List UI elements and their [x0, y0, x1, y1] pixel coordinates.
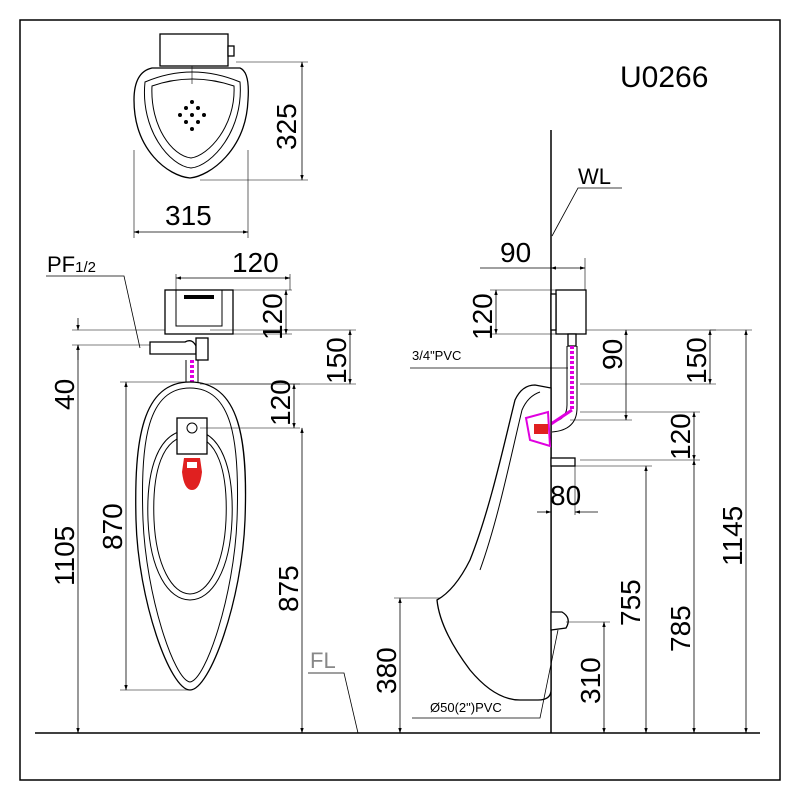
drawing-frame [19, 19, 781, 781]
dim-side-top-to-spud: 150 [681, 337, 712, 384]
dim-side-lip-height: 380 [371, 647, 402, 694]
dim-side-valve-height: 120 [467, 293, 498, 340]
side-spud-fitting [524, 410, 552, 448]
top-view-valve-knob [227, 45, 235, 57]
dim-side-spud-floor: 785 [665, 605, 696, 652]
wall-label: WL [578, 164, 611, 189]
side-wall-bracket [550, 457, 576, 467]
dim-front-top-offset: 40 [49, 379, 80, 410]
supply-label: PF1/2 [47, 252, 96, 277]
side-urinal-body [436, 384, 552, 701]
dim-front-valve-width: 120 [232, 247, 279, 278]
side-outlet-fitting [550, 611, 569, 631]
dim-side-wall-to-valve: 90 [500, 237, 531, 268]
dim-side-overall-height: 1145 [717, 506, 748, 566]
front-view: PF1/2 120 120 [46, 247, 359, 734]
dim-side-bracket-height: 755 [615, 579, 646, 626]
dim-top-width: 315 [165, 200, 212, 231]
drain-holes [178, 100, 206, 131]
side-flush-valve [555, 289, 587, 335]
top-view-rim [133, 67, 249, 179]
front-valve-panel [175, 289, 223, 327]
top-view-valve-box [159, 33, 229, 67]
dim-front-valve-to-spud: 150 [321, 337, 352, 384]
side-view: WL 90 120 3/4"PVC [371, 130, 752, 734]
dim-front-bowl-height: 870 [97, 503, 128, 550]
front-urinal-rim [141, 387, 239, 683]
floor-label: FL [310, 648, 336, 673]
front-spud-cover [176, 417, 208, 455]
model-number: U0266 [620, 61, 708, 94]
dim-side-projection: 80 [550, 480, 581, 511]
dim-front-spud-height: 120 [265, 379, 296, 426]
dim-side-valve-to-spud: 90 [597, 339, 628, 370]
dim-top-depth: 325 [271, 103, 302, 150]
front-supply-stub [149, 340, 197, 355]
dim-side-outlet-height: 310 [575, 657, 606, 704]
front-urinal-bowl [147, 429, 233, 601]
dim-front-valve-height: 120 [257, 293, 288, 340]
front-valve-button [184, 295, 214, 299]
dim-side-spud-height: 120 [665, 413, 696, 460]
dim-front-overall-height: 1105 [49, 526, 80, 586]
top-view: 315 325 [133, 33, 308, 238]
dim-front-spud-floor: 875 [273, 565, 304, 612]
supply-pipe-label: 3/4"PVC [412, 348, 461, 363]
outlet-pipe-label: Ø50(2")PVC [430, 700, 502, 715]
top-view-inner-bowl [151, 78, 235, 159]
